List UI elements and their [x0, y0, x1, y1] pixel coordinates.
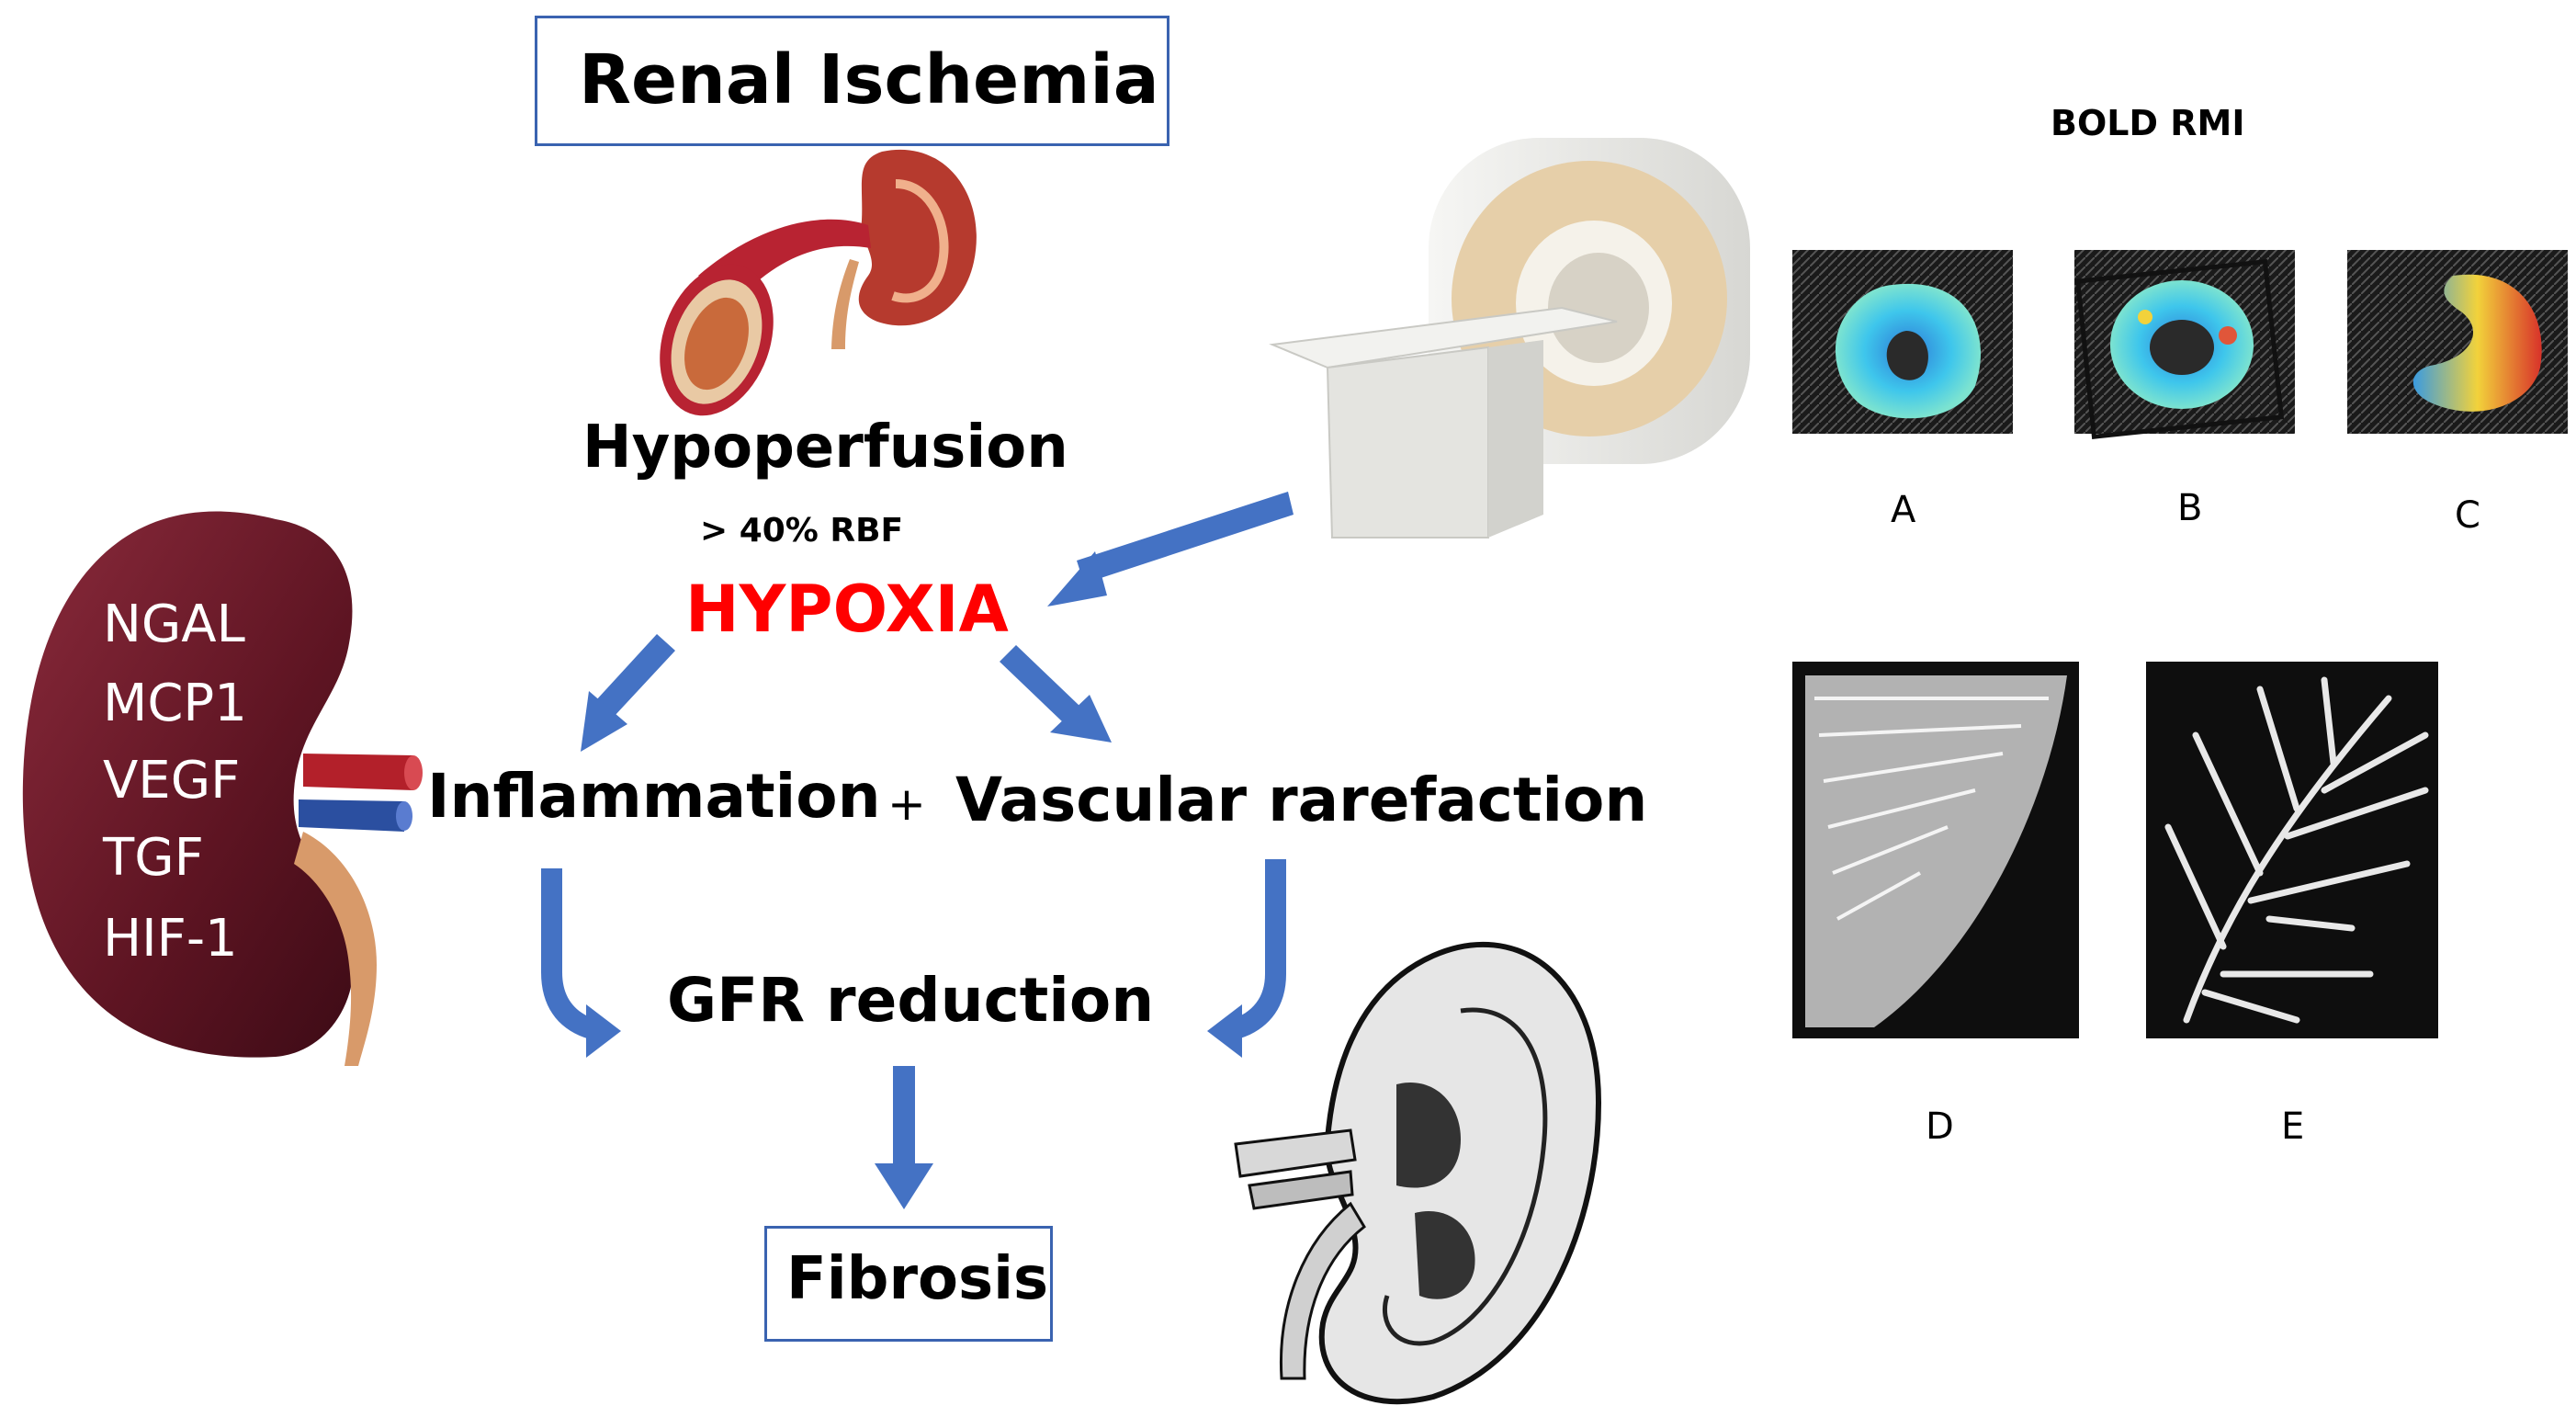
marker-vegf: VEGF	[103, 751, 241, 811]
kidney-artery-illustration	[660, 149, 977, 416]
bold-panel-a	[1792, 250, 2013, 434]
arrow-hypoxia-to-inflammation	[581, 634, 675, 752]
marker-mcp1: MCP1	[103, 674, 247, 733]
bold-panel-c	[2347, 250, 2568, 434]
marker-ngal: NGAL	[103, 595, 245, 654]
panel-label-b: B	[2177, 487, 2203, 529]
title-renal-ischemia: Renal Ischemia	[579, 40, 1159, 119]
marker-tgf: TGF	[103, 828, 204, 888]
fibrosis-box	[764, 1226, 1053, 1342]
label-hypoperfusion: Hypoperfusion	[582, 414, 1068, 482]
bold-panel-b	[2074, 250, 2295, 439]
panel-label-d: D	[1926, 1105, 1954, 1148]
arrow-vascular-to-gfr	[1207, 859, 1286, 1058]
arrow-hypoxia-to-vascular	[1000, 645, 1112, 743]
label-rbf-note: > 40% RBF	[700, 512, 904, 550]
mri-scanner-image	[1269, 138, 1750, 538]
label-inflammation: Inflammation	[427, 761, 881, 832]
title-box	[535, 16, 1169, 146]
panel-label-a: A	[1891, 489, 1916, 531]
label-plus: +	[887, 777, 926, 831]
bold-mri-title: BOLD RMI	[2051, 103, 2245, 143]
angiogram-panel-e	[2146, 662, 2438, 1038]
kidney-illustration	[22, 511, 423, 1066]
arrow-inflammation-to-gfr	[541, 868, 621, 1058]
arrow-mri-to-hypoxia	[1047, 492, 1294, 606]
panel-label-c: C	[2455, 494, 2480, 537]
angiogram-panel-d	[1792, 662, 2079, 1038]
label-gfr-reduction: GFR reduction	[667, 965, 1155, 1036]
label-fibrosis: Fibrosis	[786, 1245, 1049, 1313]
label-hypoxia: HYPOXIA	[685, 572, 1009, 647]
arrow-gfr-to-fibrosis	[875, 1066, 933, 1209]
kidney-cross-section-drawing	[1234, 941, 1602, 1405]
panel-label-e: E	[2281, 1105, 2305, 1148]
label-vascular-rarefaction: Vascular rarefaction	[955, 765, 1648, 835]
marker-hif1: HIF-1	[103, 909, 238, 969]
flow-arrows	[541, 492, 1294, 1209]
